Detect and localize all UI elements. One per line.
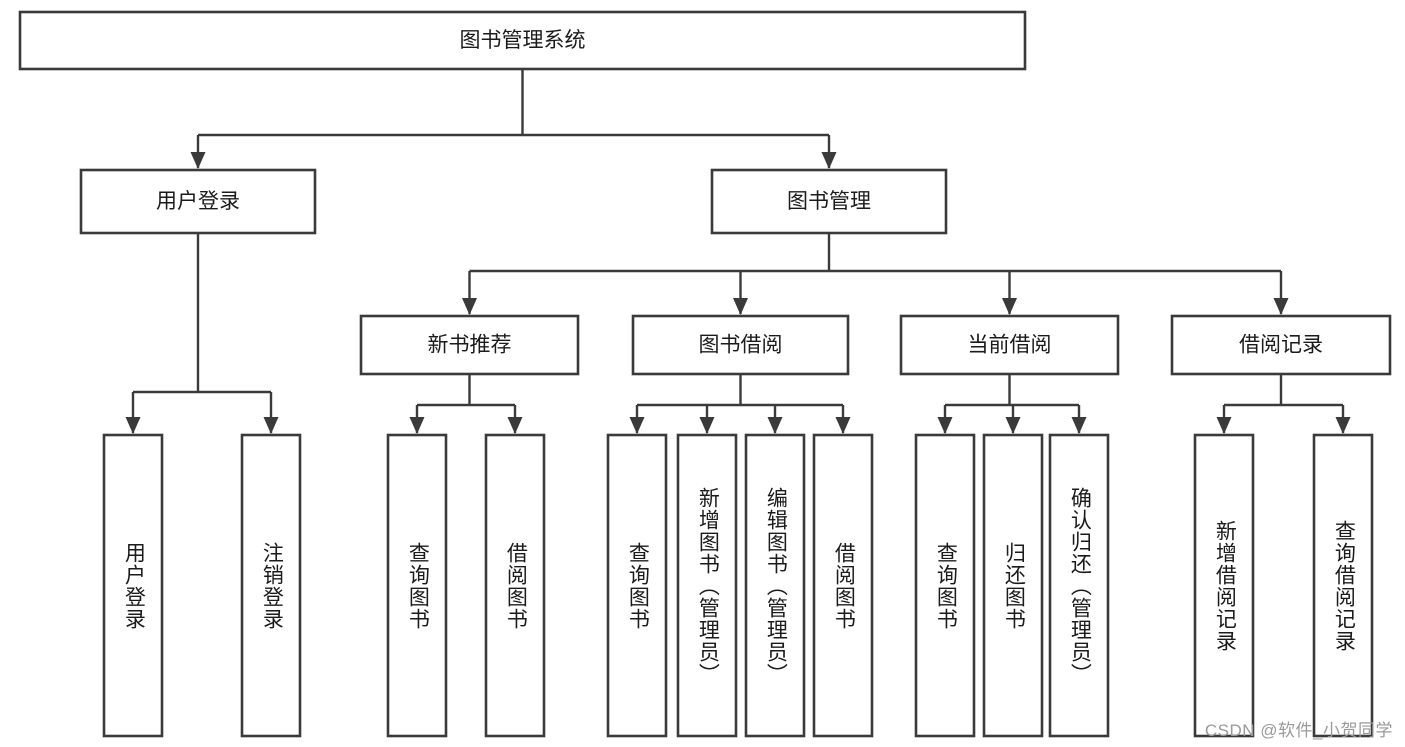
connector-conn-borrow-record-bus [1216,374,1351,434]
arrow-head-icon [733,298,748,315]
arrow-head-icon [1071,417,1087,434]
arrow-head-icon [835,417,851,434]
arrow-head-icon [1002,298,1017,315]
node-box-borrow-record[interactable] [1170,314,1392,376]
connector-conn-root-bus [190,69,837,169]
node-label-current-borrow: 当前借阅 [968,334,1052,357]
connector-conn-book-management-bus [462,233,1289,315]
node-label-book-management: 图书管理 [787,190,871,213]
arrow-head-icon [263,417,279,434]
node-box-book-management[interactable] [710,168,948,235]
arrow-head-icon [629,417,645,434]
node-box-leaf-query-book-current[interactable] [914,433,976,738]
node-box-leaf-borrow-book-recommend[interactable] [484,433,546,738]
node-box-leaf-add-borrow-record[interactable] [1193,433,1255,738]
arrow-head-icon [821,152,837,169]
node-box-leaf-borrow-book[interactable] [812,433,874,738]
arrow-head-icon [1335,417,1351,434]
connector-conn-current-borrow-bus [937,374,1087,434]
node-box-layer [18,10,1392,738]
node-box-root[interactable] [18,10,1027,71]
node-box-leaf-confirm-return-admin[interactable] [1048,433,1110,738]
arrow-head-icon [125,417,141,434]
arrow-head-icon [409,417,425,434]
node-box-leaf-return-book[interactable] [982,433,1044,738]
watermark-text: CSDN @软件_小贺同学 [1204,721,1393,740]
node-label-book-borrow: 图书借阅 [699,334,783,357]
node-label-new-book-recommend: 新书推荐 [428,334,512,357]
arrow-head-icon [699,417,715,434]
connector-conn-book-borrow-bus [629,374,851,434]
node-box-leaf-edit-book-admin[interactable] [744,433,806,738]
node-label-root: 图书管理系统 [460,29,586,52]
node-box-leaf-query-book-borrow[interactable] [606,433,668,738]
arrow-head-icon [1005,417,1021,434]
arrow-head-icon [507,417,523,434]
arrow-head-icon [1216,417,1232,434]
node-box-leaf-add-book-admin[interactable] [676,433,738,738]
node-box-leaf-query-book-recommend[interactable] [386,433,448,738]
node-box-leaf-user-login[interactable] [102,433,164,738]
node-label-user-login: 用户登录 [156,190,240,213]
arrow-head-icon [767,417,783,434]
connector-layer [125,69,1351,434]
connector-conn-new-book-bus [409,374,523,434]
connector-conn-user-login-bus [125,233,279,434]
arrow-head-icon [190,152,206,169]
node-label-borrow-record: 借阅记录 [1239,334,1323,357]
node-box-user-login[interactable] [79,168,317,235]
node-box-current-borrow[interactable] [899,314,1120,376]
node-box-leaf-query-borrow-record[interactable] [1312,433,1374,738]
arrow-head-icon [1273,298,1289,315]
node-box-new-book-recommend[interactable] [359,314,580,376]
node-box-book-borrow[interactable] [631,314,850,376]
arrow-head-icon [937,417,953,434]
node-box-leaf-logout-login[interactable] [240,433,302,738]
arrow-head-icon [462,298,477,315]
